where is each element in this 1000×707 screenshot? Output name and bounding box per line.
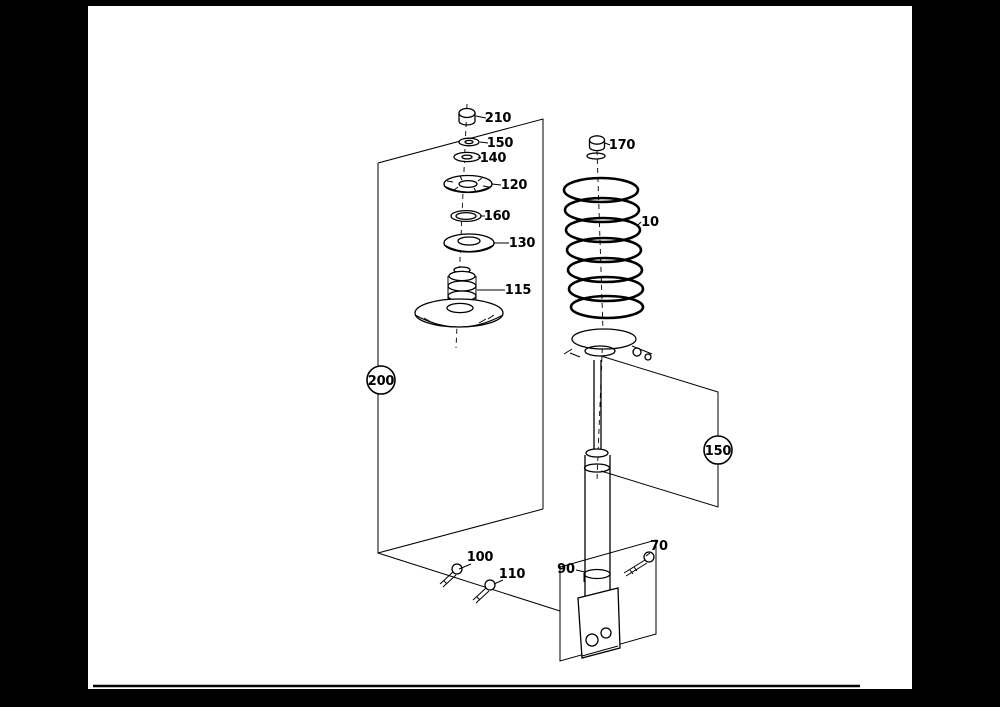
callout-90[interactable]: 90: [557, 562, 575, 577]
callout-150-circle: [703, 435, 733, 465]
callout-150-upper[interactable]: 150: [487, 136, 514, 151]
washer-150-part: [458, 137, 480, 147]
callout-160[interactable]: 160: [484, 209, 511, 224]
spring-and-strut-assembly: [562, 135, 653, 659]
leader-lines: [458, 115, 651, 585]
screw-110-part: [472, 579, 496, 604]
callout-170[interactable]: 170: [609, 138, 636, 153]
callout-140[interactable]: 140: [480, 151, 507, 166]
bottom-panel-outline: [559, 539, 657, 662]
callout-150-circled[interactable]: 150: [703, 435, 733, 465]
support-bearing-part: [443, 174, 493, 194]
callout-70[interactable]: 70: [650, 539, 668, 554]
callout-200-circle: [366, 365, 396, 395]
spacer-ring-part: [450, 209, 482, 223]
rod-centerline: [596, 329, 604, 481]
callout-115[interactable]: 115: [505, 283, 532, 298]
washer-140-part: [453, 151, 481, 163]
bolt-70-part: [623, 551, 655, 577]
bottom-connector-line: [377, 552, 561, 612]
callout-150-right[interactable]: 150: [705, 444, 732, 459]
shock-absorber-part: [577, 360, 621, 659]
callout-130[interactable]: 130: [509, 236, 536, 251]
callout-110[interactable]: 110: [499, 567, 526, 582]
lock-nut-part: [458, 107, 476, 126]
fastener-parts: [439, 551, 655, 604]
callouts: 210 150 140 120 160 130 115 200 170 10 1…: [366, 111, 733, 582]
callout-200[interactable]: 200: [368, 374, 395, 389]
nut-170-part: [586, 135, 606, 160]
coil-spring-part: [562, 176, 645, 320]
spring-seat-part: [443, 233, 495, 253]
dust-plate-part: [414, 298, 504, 328]
callout-100[interactable]: 100: [467, 550, 494, 565]
left-panel-outline: [377, 118, 544, 509]
callout-120[interactable]: 120: [501, 178, 528, 193]
diagram-sheet: [88, 6, 912, 689]
lower-spring-seat-part: [563, 328, 653, 361]
callout-200-circled[interactable]: 200: [366, 365, 396, 395]
screw-100-part: [439, 563, 463, 588]
strut-mount-stack: [414, 103, 504, 349]
callout-210[interactable]: 210: [485, 111, 512, 126]
callout-10[interactable]: 10: [641, 215, 659, 230]
spring-centerline: [596, 149, 604, 331]
